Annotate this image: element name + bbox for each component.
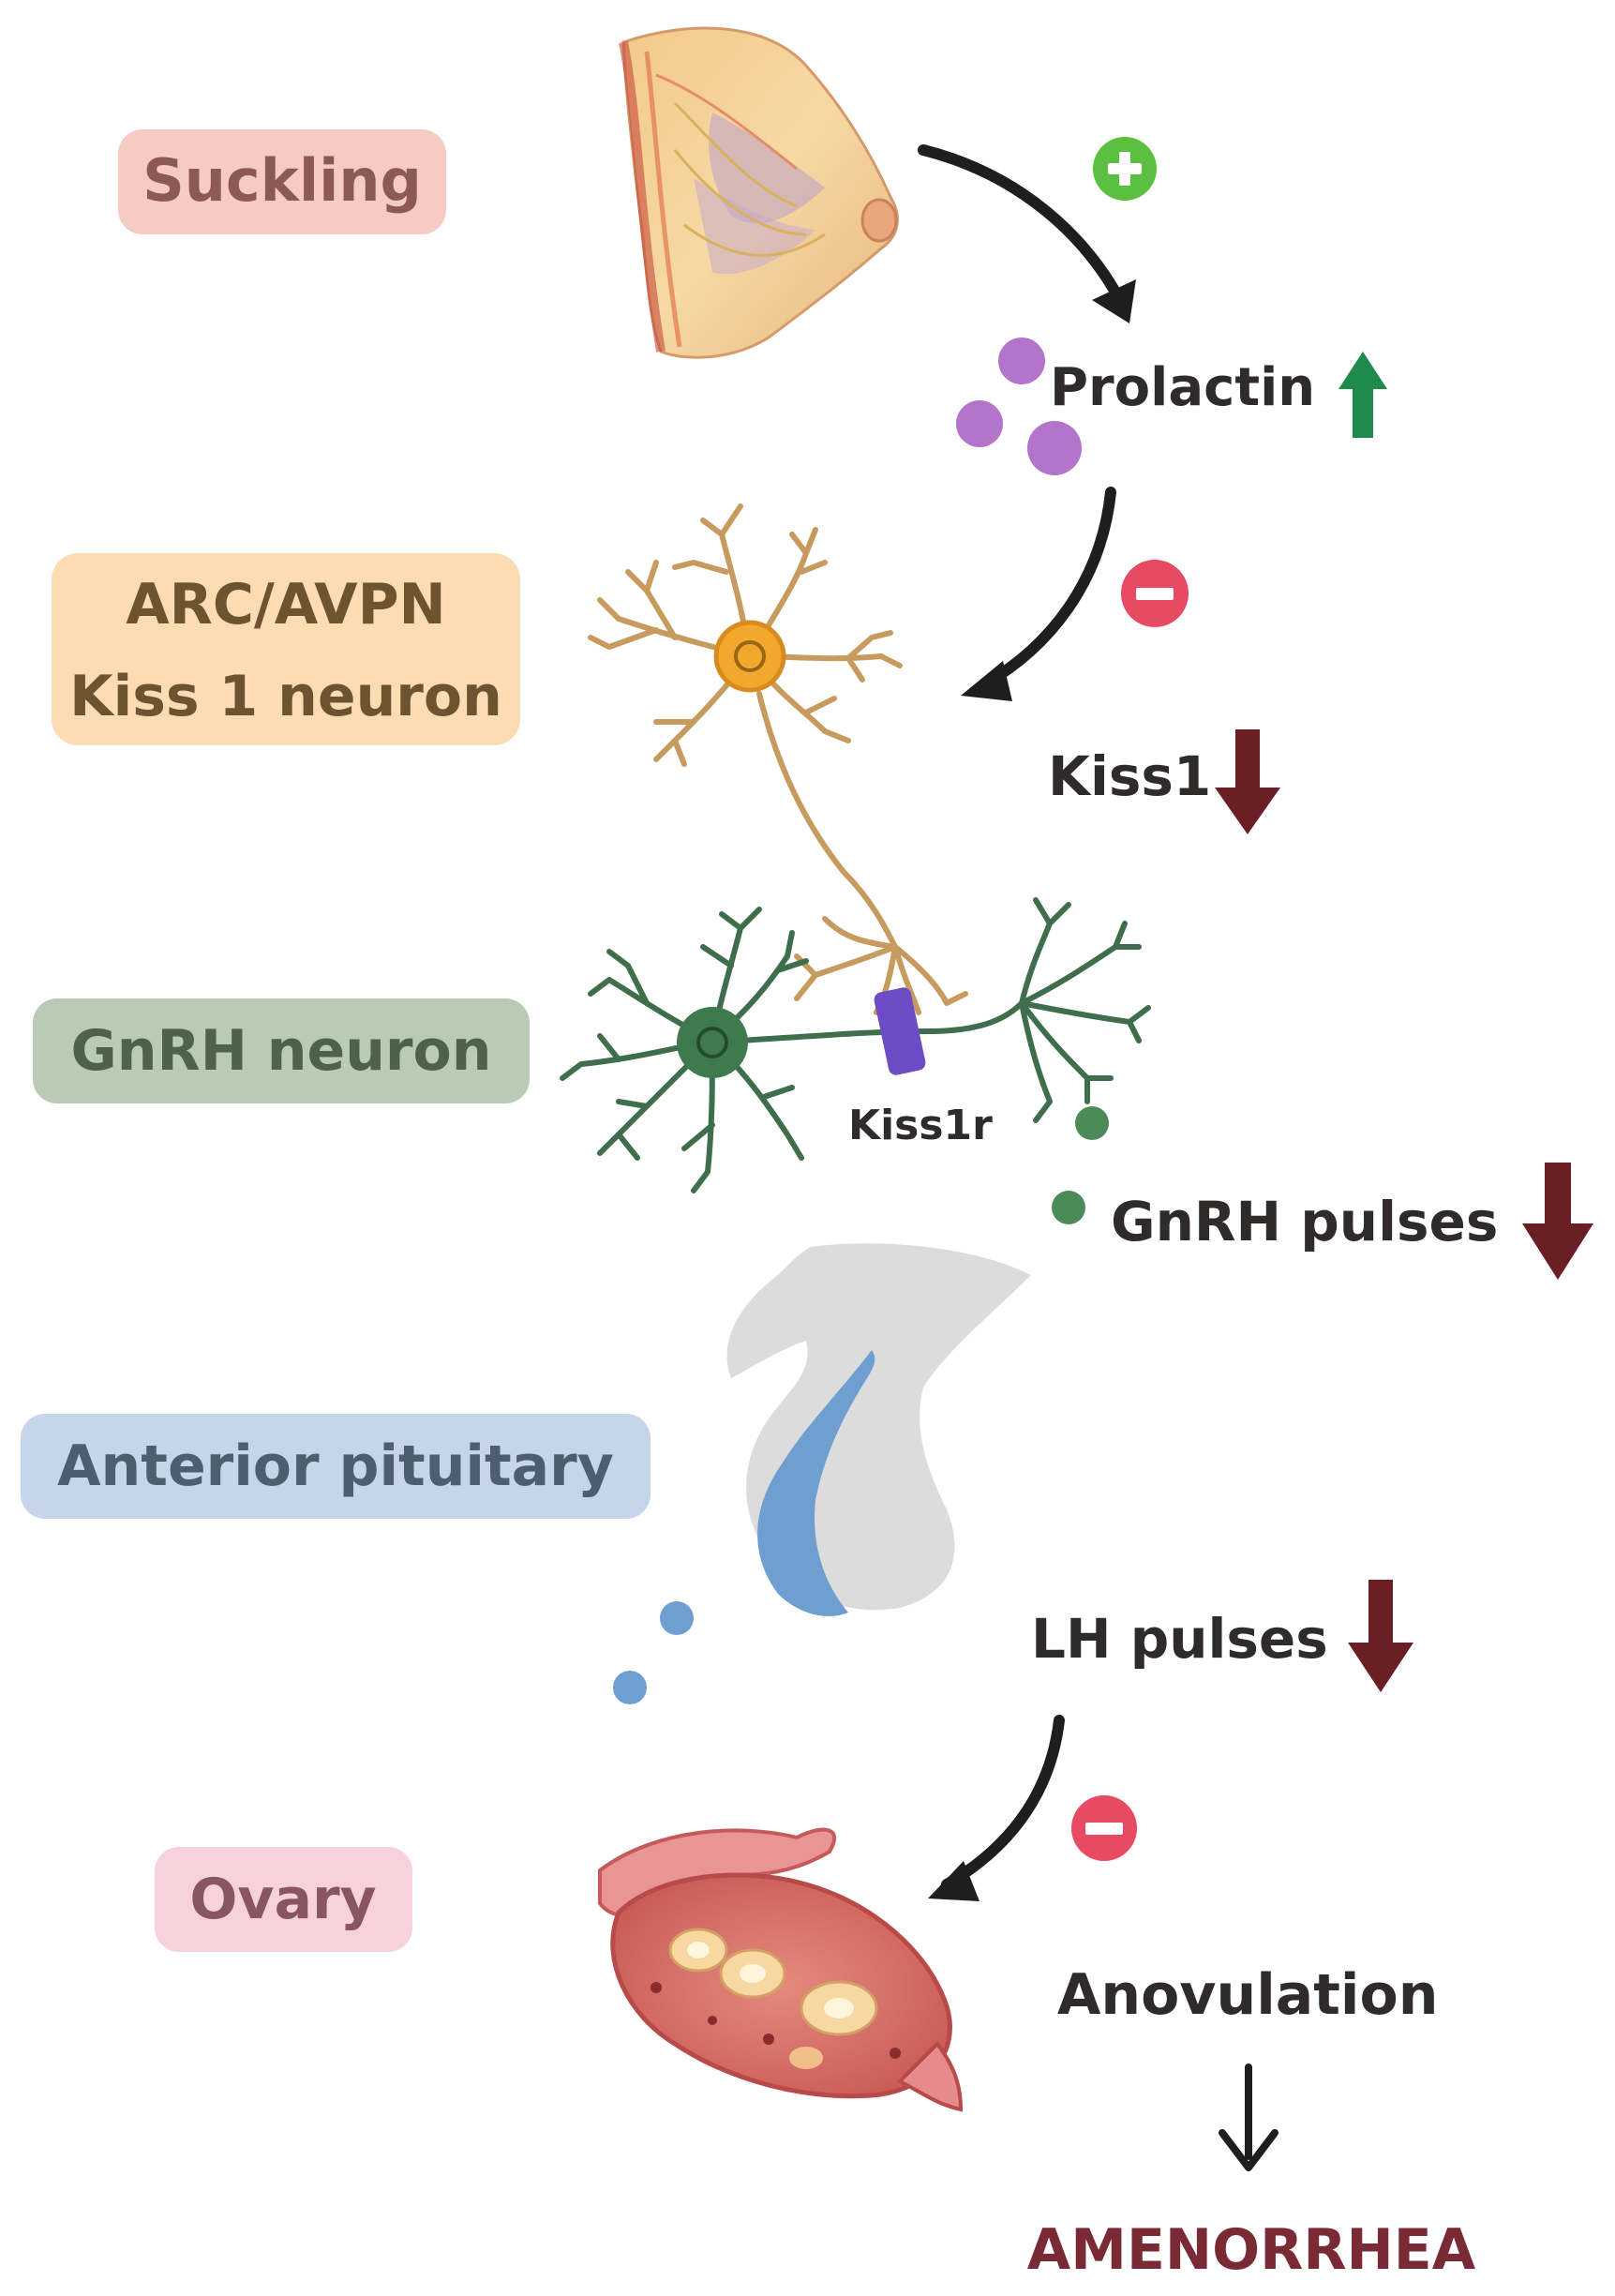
prolactin-molecules	[956, 338, 1082, 475]
decrease-arrow-icon	[1522, 1163, 1593, 1280]
anterior-pituitary-text: Anterior pituitary	[57, 1433, 614, 1499]
arrow-suckling-to-prolactin	[918, 144, 1130, 315]
lh-pulses-text: LH pulses	[1031, 1607, 1328, 1671]
kiss1-neuron-text: Kiss 1 neuron	[69, 664, 502, 729]
kiss1r-text: Kiss1r	[848, 1102, 993, 1149]
arrow-prolactin-to-kiss	[979, 487, 1116, 690]
inhibit-sign	[1071, 1795, 1137, 1861]
kiss1-text: Kiss1	[1048, 744, 1211, 808]
arrow-anovulation-to-amenorrhea	[1219, 2063, 1279, 2171]
gnrh-pulses-text: GnRH pulses	[1111, 1190, 1498, 1253]
breast-illustration	[619, 26, 899, 359]
amenorrhea-text: AMENORRHEA	[1027, 2217, 1476, 2283]
ovary-label: Ovary	[155, 1847, 412, 1952]
stimulate-sign	[1093, 137, 1157, 201]
increase-arrow-icon	[1338, 352, 1387, 438]
kiss1-neuron-icon	[588, 503, 968, 1015]
gnrh-neuron-label: GnRH neuron	[33, 998, 530, 1103]
ovary-text: Ovary	[189, 1867, 376, 1932]
gnrh-neuron-icon	[560, 897, 1151, 1193]
kiss1r-receptor	[874, 987, 926, 1075]
arc-avpn-text: ARC/AVPN	[126, 572, 446, 638]
kiss1-neuron-soma	[713, 620, 786, 693]
arrow-lh-to-ovary	[941, 1715, 1065, 1890]
anterior-pituitary-label: Anterior pituitary	[21, 1414, 650, 1519]
gnrh-neuron-text: GnRH neuron	[71, 1018, 492, 1084]
gnrh-neuron-soma	[677, 1007, 748, 1078]
pituitary-gland-icon	[726, 1243, 1031, 1616]
suckling-text: Suckling	[142, 146, 422, 215]
gnrh-molecules	[1052, 1106, 1109, 1224]
prolactin-text: Prolactin	[1050, 357, 1315, 418]
anovulation-text: Anovulation	[1057, 1962, 1438, 2028]
ovary-icon	[598, 1827, 964, 2112]
suckling-label: Suckling	[118, 129, 446, 234]
inhibit-sign	[1121, 560, 1189, 627]
arc-avpn-label: ARC/AVPN Kiss 1 neuron	[52, 553, 520, 745]
lh-molecules	[613, 1601, 694, 1704]
decrease-arrow-icon	[1348, 1580, 1413, 1692]
decrease-arrow-icon	[1215, 729, 1280, 834]
